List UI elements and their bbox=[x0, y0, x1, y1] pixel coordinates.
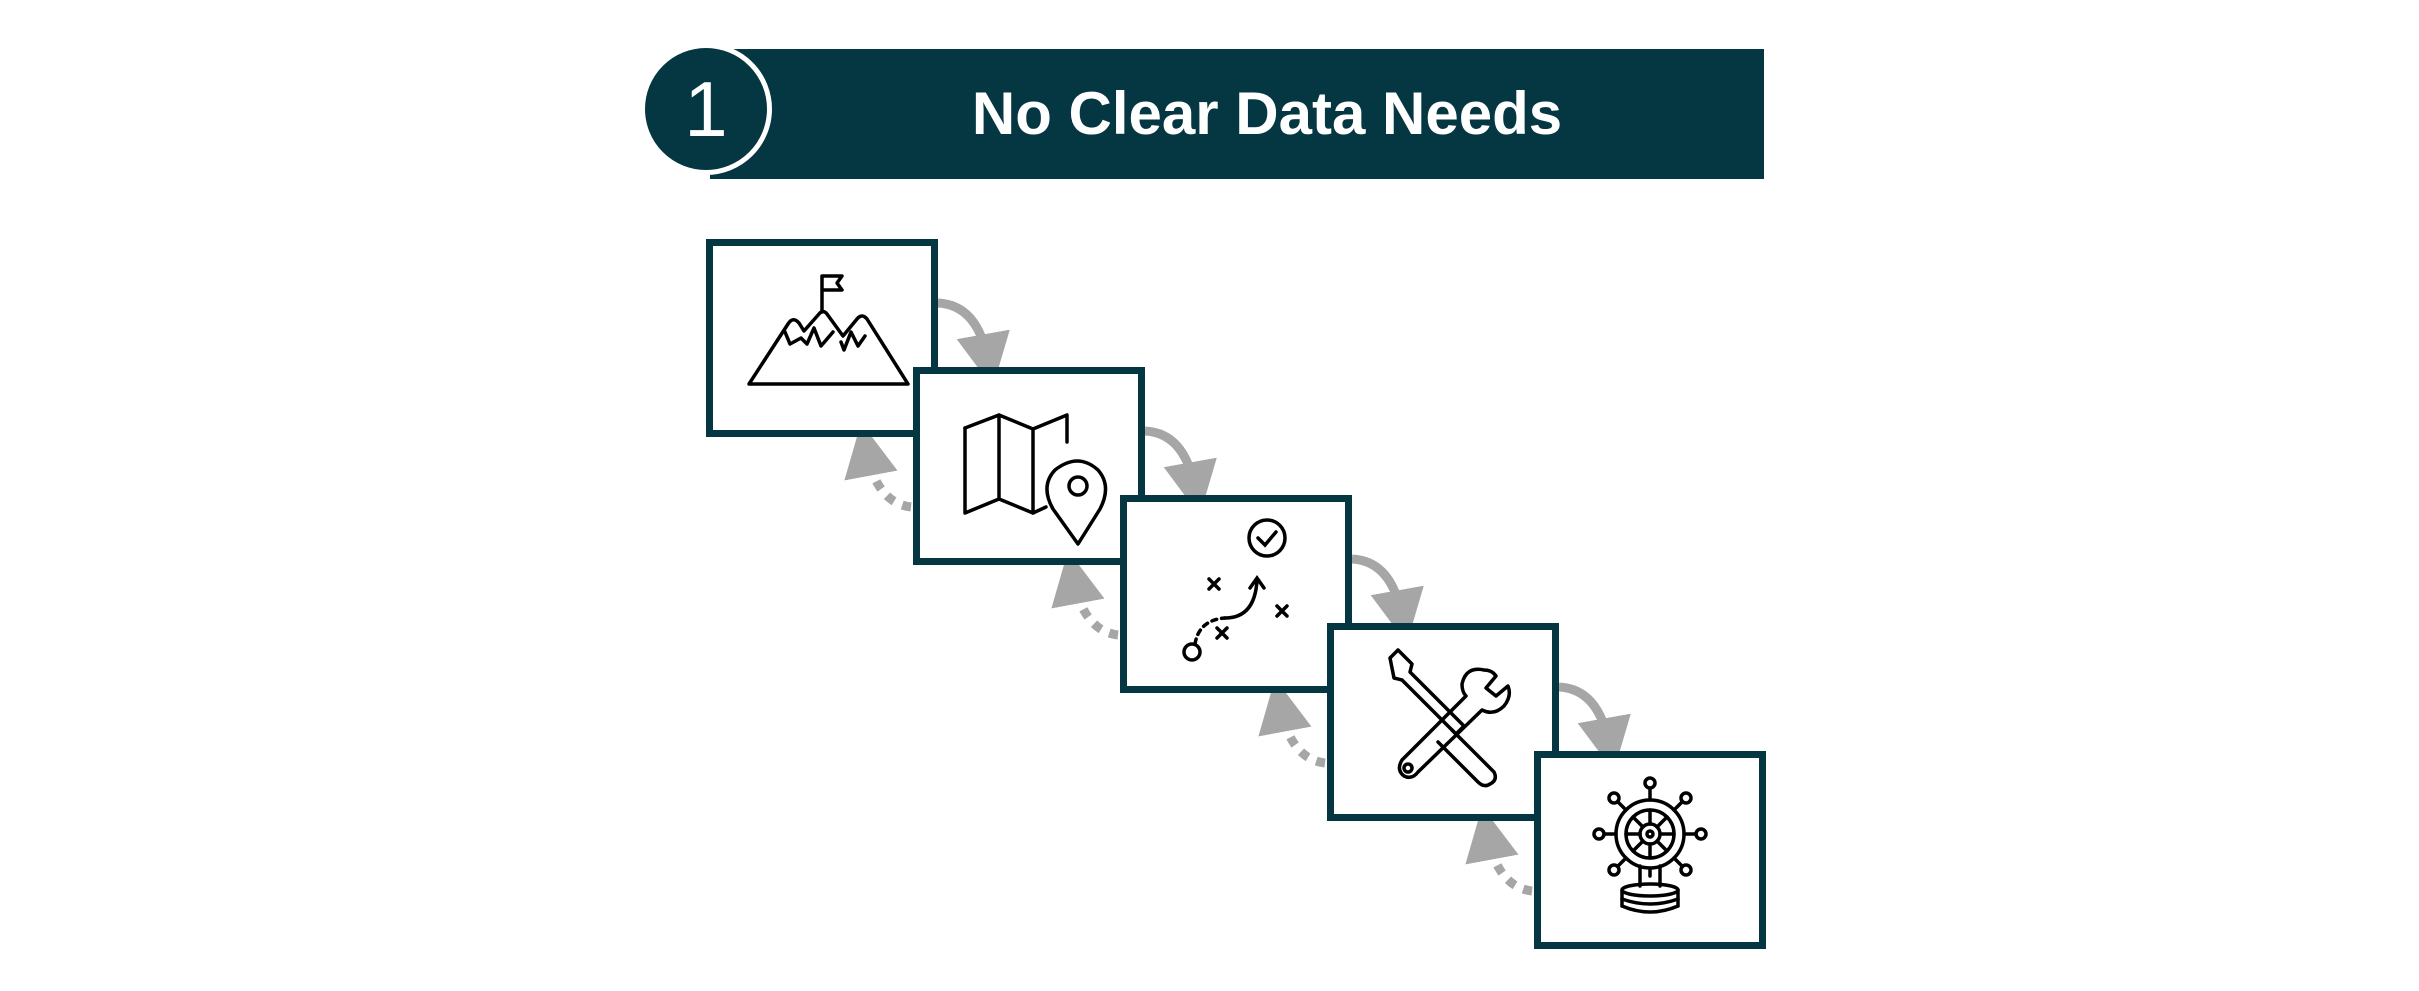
step-box-4 bbox=[1327, 623, 1559, 821]
header-bar bbox=[710, 49, 1764, 179]
forward-arrow bbox=[1558, 682, 1631, 772]
strategy-path-icon bbox=[1182, 518, 1289, 662]
forward-arrow bbox=[937, 298, 1010, 388]
ship-wheel-icon bbox=[1592, 776, 1708, 914]
step-box-1 bbox=[706, 239, 938, 437]
map-pin-icon bbox=[963, 413, 1108, 546]
feedback-arrow bbox=[844, 422, 912, 512]
feedback-arrow bbox=[1258, 678, 1326, 768]
step-box-5 bbox=[1534, 751, 1766, 949]
step-number: 1 bbox=[684, 65, 728, 153]
step-number-badge bbox=[640, 43, 772, 175]
tools-icon bbox=[1388, 648, 1512, 788]
forward-arrow bbox=[1144, 426, 1217, 516]
feedback-arrow bbox=[1465, 806, 1533, 896]
forward-arrow bbox=[1351, 554, 1424, 644]
mountain-flag-icon bbox=[747, 274, 910, 386]
step-box-3 bbox=[1120, 495, 1352, 693]
step-box-2 bbox=[913, 367, 1145, 565]
header-title: No Clear Data Needs bbox=[971, 80, 1563, 147]
feedback-arrow bbox=[1051, 550, 1119, 640]
